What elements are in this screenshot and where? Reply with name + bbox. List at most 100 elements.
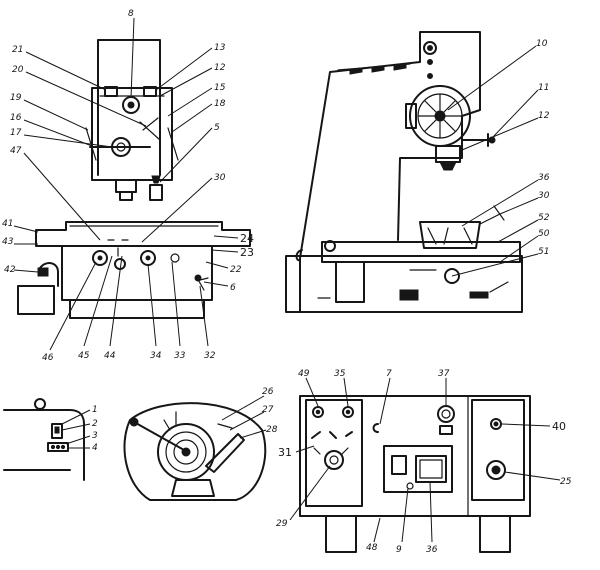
- panel-switch: [391, 455, 407, 475]
- leader-45: [83, 255, 113, 347]
- leader-29: [289, 465, 331, 521]
- label-12-side: 12: [538, 111, 550, 121]
- panel-knob-25-dot: [491, 465, 501, 475]
- panel-small-button: [406, 482, 414, 490]
- leader-44: [109, 255, 123, 347]
- column-outline: [97, 39, 161, 176]
- side-spindle: [435, 145, 461, 163]
- panel-cabinet: [299, 395, 531, 517]
- leader-32: [199, 285, 209, 347]
- detail-b-dial-mid: [165, 431, 207, 473]
- label-19: 19: [10, 93, 22, 103]
- label-31: 31: [278, 446, 292, 459]
- label-36: 36: [538, 173, 550, 183]
- leader-8: [130, 17, 135, 99]
- leader-10: [447, 45, 537, 111]
- detail-b: [123, 402, 267, 501]
- base-switches: [107, 239, 129, 257]
- side-view-labels: 10 11 12 36 30 52 50 51: [447, 39, 550, 277]
- label-4: 4: [92, 443, 98, 453]
- label-44: 44: [104, 351, 116, 361]
- coolant-bottle: [149, 184, 163, 201]
- label-32: 32: [204, 351, 216, 361]
- leader-50: [499, 235, 539, 263]
- label-30: 30: [214, 173, 226, 183]
- base-small-knob: [170, 253, 180, 263]
- label-11: 11: [538, 83, 549, 93]
- leader-28: [239, 429, 267, 439]
- panel-left-plate: [305, 399, 363, 507]
- leader-30: [141, 177, 213, 243]
- label-45: 45: [78, 351, 90, 361]
- label-30-side: 30: [538, 191, 550, 201]
- side-motor: [17, 285, 55, 315]
- panel-gauge-base: [439, 425, 453, 435]
- leader-41: [13, 225, 39, 233]
- leader-47: [23, 152, 101, 241]
- leader-33: [171, 261, 181, 347]
- panel-view: [299, 395, 531, 553]
- panel-knob-49: [312, 406, 324, 418]
- detail-a-btn-3: [60, 444, 66, 450]
- lever-right: [167, 127, 179, 161]
- base-side-knob: [444, 268, 460, 284]
- leader-22: [205, 261, 229, 269]
- panel-leg-right: [479, 515, 511, 553]
- head-dot-2: [427, 59, 433, 65]
- label-48: 48: [366, 543, 378, 553]
- leader-13: [155, 47, 213, 91]
- leader-36: [461, 179, 539, 227]
- label-25: 25: [560, 477, 572, 487]
- vise-handle: [479, 205, 505, 225]
- label-52: 52: [538, 213, 550, 223]
- vise-jaws: [427, 227, 473, 245]
- head-side-block: [405, 103, 417, 129]
- head-ring-1: [423, 41, 437, 55]
- leader-11: [491, 89, 539, 139]
- label-33: 33: [174, 351, 186, 361]
- base-slot: [469, 291, 489, 299]
- label-23: 23: [240, 246, 254, 259]
- label-42: 42: [4, 265, 16, 275]
- label-17: 17: [10, 128, 22, 138]
- panel-knob-49-dot: [315, 409, 321, 415]
- leader-6: [203, 281, 229, 287]
- side-motor-clamp: [37, 267, 49, 277]
- leader-31: [295, 445, 315, 453]
- label-13: 13: [214, 43, 226, 53]
- frame-slots: [349, 63, 407, 75]
- base-plate: [399, 289, 419, 301]
- base-knob-left: [92, 250, 108, 266]
- detail-b-lever: [133, 421, 185, 451]
- leader-15: [167, 87, 213, 117]
- label-22: 22: [230, 265, 242, 275]
- detail-a-switch-toggle: [54, 426, 60, 434]
- panel-knob-40: [490, 418, 502, 430]
- vise: [419, 221, 481, 249]
- label-2: 2: [92, 419, 98, 429]
- panel-dial-inner: [329, 455, 339, 465]
- detail-a-btn-2: [55, 444, 61, 450]
- label-20: 20: [12, 65, 24, 75]
- head-lever: [139, 117, 161, 141]
- panel-knob-35-dot: [345, 409, 351, 415]
- machine-base: [61, 245, 213, 301]
- leader-30-side: [499, 197, 539, 215]
- leader-5: [159, 127, 213, 183]
- label-29: 29: [276, 519, 288, 529]
- label-10: 10: [536, 39, 548, 49]
- leader-35: [343, 377, 349, 407]
- side-spindle-tip: [439, 161, 457, 171]
- leader-51: [451, 253, 539, 277]
- detail-b-ticks: [163, 411, 233, 431]
- detail-a-switch: [51, 423, 63, 439]
- label-41: 41: [2, 219, 13, 229]
- panel-gauge: [437, 405, 455, 423]
- label-7: 7: [386, 369, 392, 379]
- coolant-cap: [151, 175, 161, 184]
- panel-view-labels: 49 35 7 37 40 31 25 29 48 9 36: [276, 369, 572, 555]
- label-8: 8: [128, 9, 134, 19]
- detail-a-btn-1: [50, 444, 56, 450]
- panel-leg-left: [325, 515, 357, 553]
- label-46: 46: [42, 353, 54, 363]
